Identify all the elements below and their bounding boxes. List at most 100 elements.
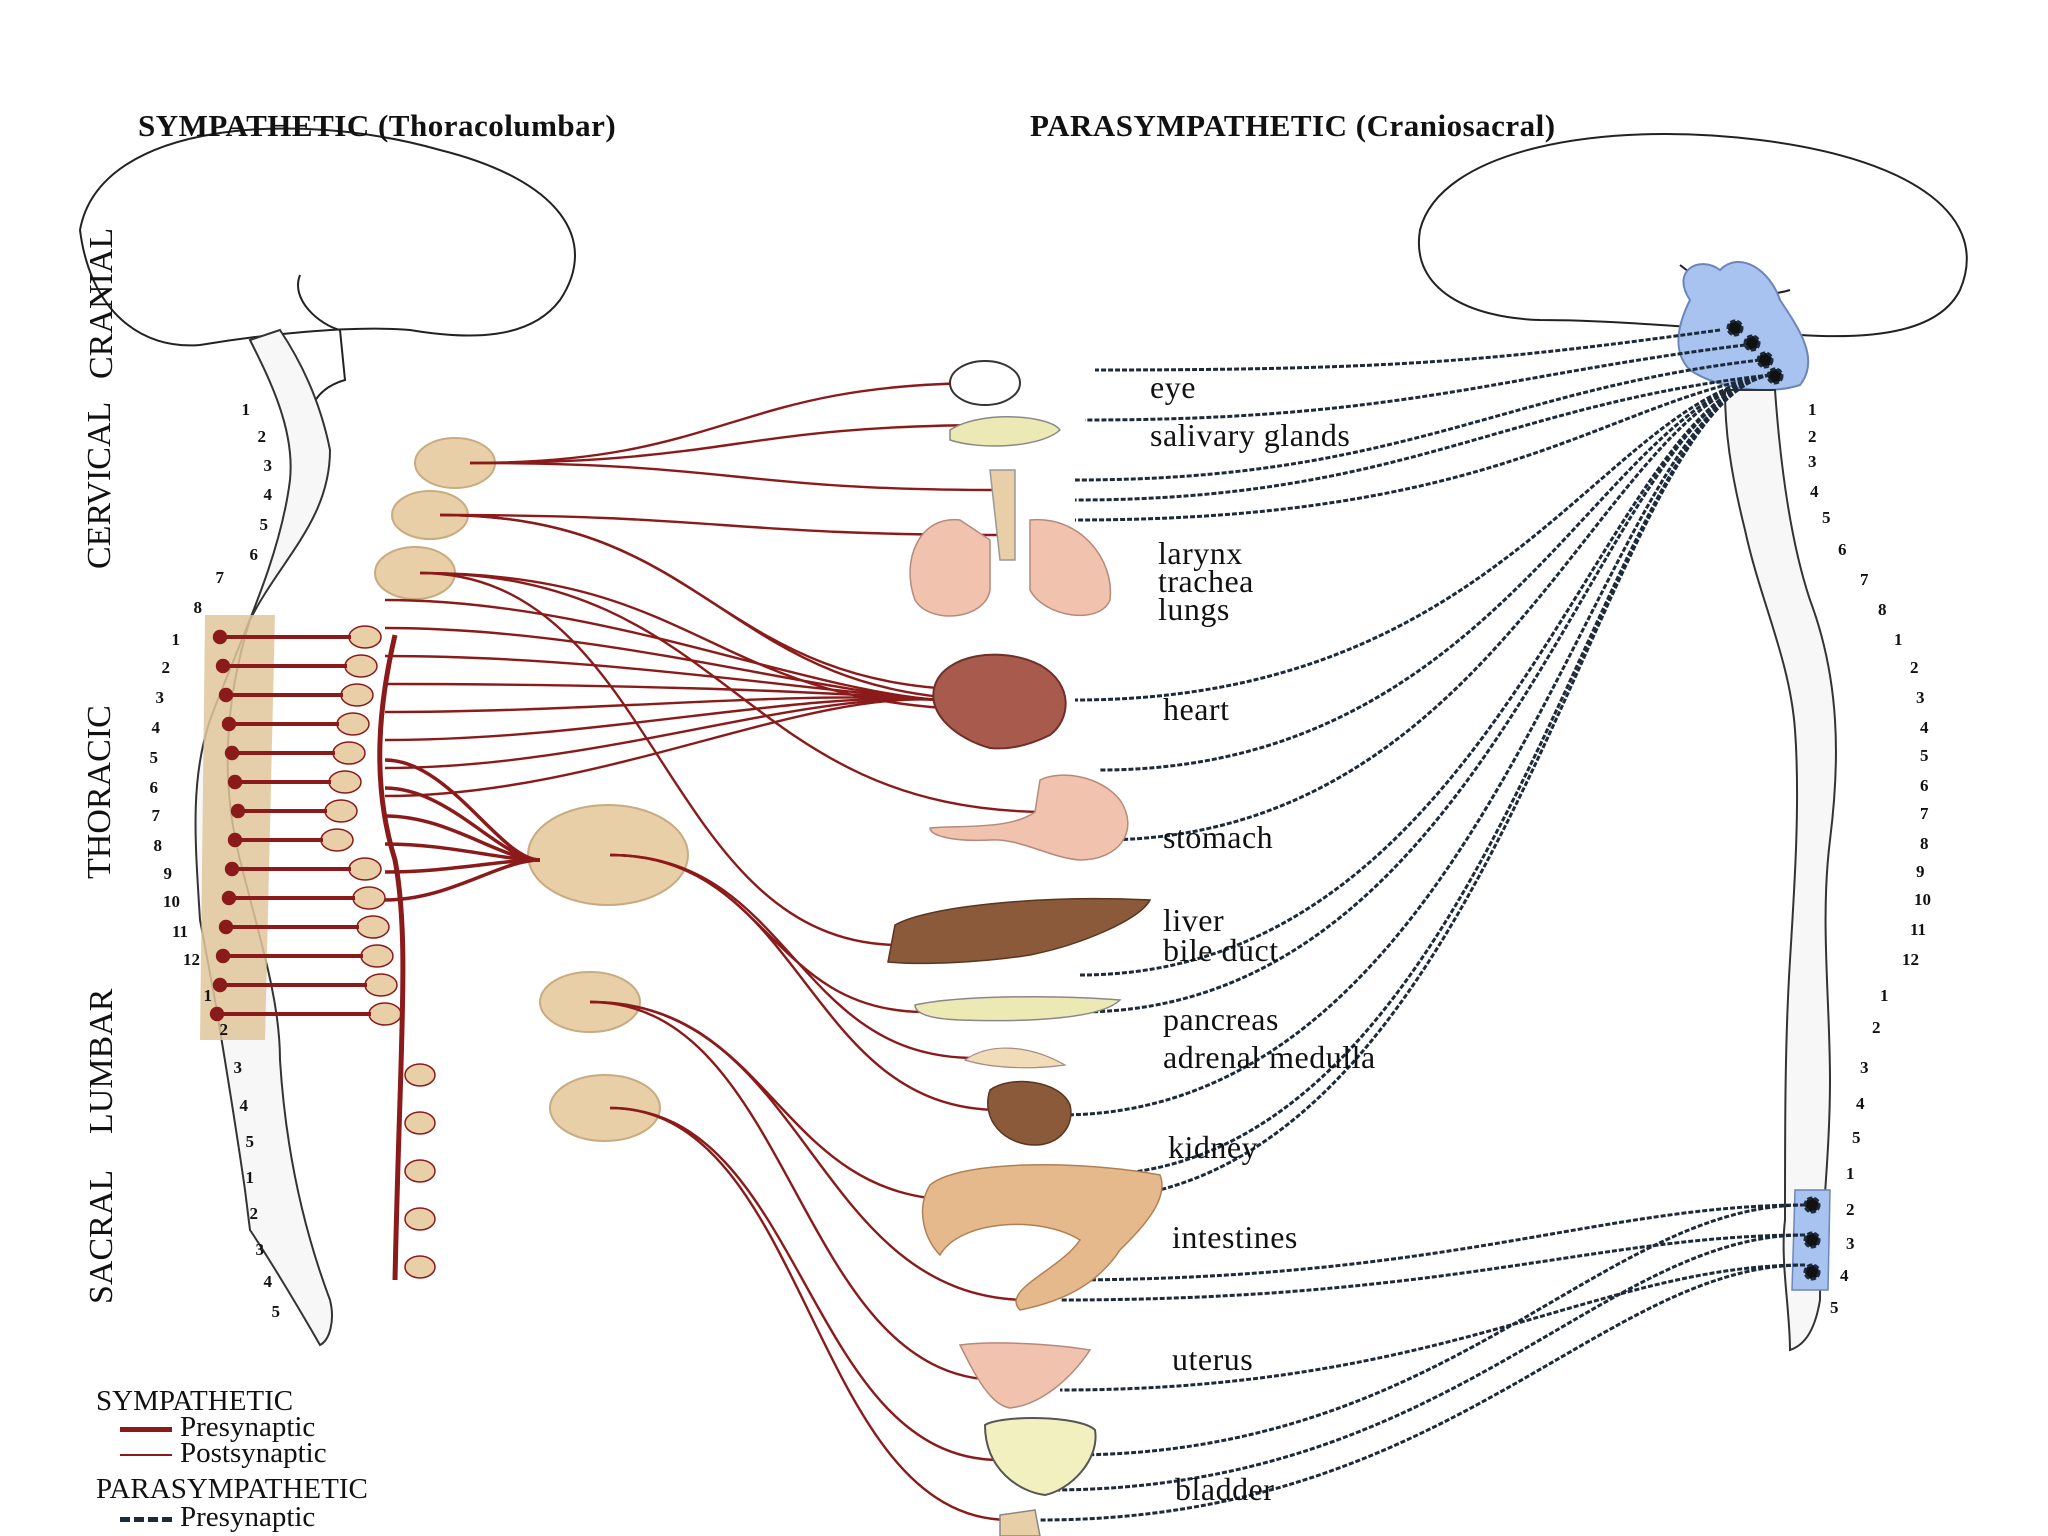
- cardiac-fiber: [384, 697, 941, 742]
- chain-ganglion: [348, 857, 382, 881]
- bladder-shape: [983, 1417, 1097, 1497]
- right-lumbar-4: 4: [1856, 1094, 1865, 1113]
- legend-para-pre-label: Presynaptic: [180, 1501, 316, 1533]
- label-trachea: trachea: [1158, 563, 1254, 599]
- postganglionic-fiber: [609, 853, 1001, 1112]
- left-cervical-7: 7: [215, 568, 225, 587]
- pancreas-shape: [914, 995, 1122, 1022]
- right-lumbar-5: 5: [1852, 1128, 1861, 1147]
- left-thoracic-10: 10: [163, 892, 180, 911]
- right-thoracic-2: 2: [1910, 658, 1919, 677]
- right-cervical-2: 2: [1808, 427, 1817, 446]
- region-sacral-label: SACRAL: [83, 1169, 120, 1304]
- left-thoracic-5: 5: [149, 748, 159, 767]
- left-thoracic-7: 7: [151, 806, 161, 825]
- right-sacral-2: 2: [1846, 1200, 1855, 1219]
- uterus-shape: [958, 1342, 1092, 1409]
- cranial-parasympathetic-fiber: [1074, 358, 1761, 482]
- right-lumbar-1: 1: [1880, 986, 1889, 1005]
- legend-sym-post-label: Postsynaptic: [180, 1437, 327, 1469]
- cranial-parasympathetic-fiber: [1094, 328, 1721, 372]
- right-thoracic-1: 1: [1894, 630, 1903, 649]
- right-cervical-8: 8: [1878, 600, 1887, 619]
- legend-sympathetic-title: SYMPATHETIC: [96, 1385, 294, 1417]
- cranial-parasympathetic-fiber: [1079, 373, 1771, 977]
- left-cervical-6: 6: [249, 545, 259, 564]
- chain-ganglion: [336, 712, 370, 736]
- left-sacral-5: 5: [271, 1302, 281, 1321]
- label-kidney: kidney: [1168, 1129, 1259, 1165]
- label-liver: liver: [1163, 902, 1225, 938]
- legend-parasympathetic-title: PARASYMPATHETIC: [96, 1473, 368, 1505]
- cranial-parasympathetic-fiber: [1079, 373, 1771, 1202]
- right-lumbar-3: 3: [1860, 1058, 1869, 1077]
- right-thoracic-5: 5: [1920, 746, 1929, 765]
- sympathetic-fibers: [209, 381, 1051, 1522]
- cranial-nucleus-dot: [1756, 351, 1774, 369]
- adrenal-shape: [963, 1047, 1067, 1069]
- left-lumbar-5: 5: [245, 1132, 255, 1151]
- eye-shape: [949, 360, 1021, 406]
- left-lumbar-1: 1: [203, 986, 213, 1005]
- left-thoracic-band: [200, 615, 275, 1040]
- left-thoracic-3: 3: [155, 688, 165, 707]
- label-uterus: uterus: [1172, 1341, 1254, 1377]
- label-stomach: stomach: [1163, 819, 1274, 855]
- postganglionic-fiber: [439, 513, 1006, 537]
- left-lumbar-4: 4: [239, 1096, 249, 1115]
- right-lumbar-2: 2: [1872, 1018, 1881, 1037]
- postganglionic-fiber: [419, 571, 901, 947]
- region-thoracic-label: THORACIC: [81, 705, 118, 879]
- inferior-mesenteric-ganglion: [549, 1074, 661, 1142]
- organs: [887, 360, 1163, 1536]
- sacral-parasympathetic-fiber: [1039, 1263, 1806, 1522]
- left-lumbar-3: 3: [233, 1058, 243, 1077]
- left-thoracic-1: 1: [171, 630, 181, 649]
- postganglionic-fiber: [469, 381, 991, 465]
- right-lung-shape: [1029, 518, 1112, 617]
- kidney-shape: [987, 1080, 1072, 1146]
- legend-sym-post-line: [120, 1454, 172, 1457]
- cranial-parasympathetic-fiber: [1074, 373, 1771, 522]
- chain-ganglion: [332, 741, 366, 765]
- stomach-shape: [929, 774, 1129, 861]
- sacral-parasympathetic-fiber: [1069, 1203, 1806, 1457]
- label-salivary-glands: salivary glands: [1150, 417, 1351, 453]
- label-eye: eye: [1150, 369, 1196, 405]
- sacral-parasympathetic-fiber: [1059, 1233, 1806, 1302]
- label-pancreas: pancreas: [1163, 1001, 1279, 1037]
- trachea-shape: [989, 469, 1016, 561]
- sacral-parasympathetic-fiber: [1059, 1263, 1806, 1392]
- sacral-nucleus-dot: [1803, 1263, 1821, 1281]
- cardiac-fiber: [384, 698, 941, 798]
- legend-para-presynaptic: Presynaptic: [120, 1502, 315, 1532]
- chain-ganglion: [368, 1002, 402, 1026]
- left-sacral-2: 2: [249, 1204, 259, 1223]
- left-thoracic-8: 8: [153, 836, 163, 855]
- legend-sym-pre-line: [120, 1426, 172, 1432]
- postganglionic-fiber: [469, 423, 1001, 465]
- celiac-ganglion: [527, 804, 689, 906]
- heart-shape: [932, 653, 1067, 750]
- chain-ganglion: [352, 886, 386, 910]
- label-larynx: larynx: [1158, 535, 1243, 571]
- left-thoracic-2: 2: [161, 658, 171, 677]
- brainstem-parasympathetic-nuclei: [1677, 260, 1810, 391]
- label-bile-duct: bile duct: [1163, 932, 1279, 968]
- liver-shape: [887, 897, 1152, 965]
- right-cervical-4: 4: [1810, 482, 1819, 501]
- splanchnic-fiber: [384, 858, 541, 902]
- lumbar-sacral-chain-ganglion: [404, 1255, 436, 1279]
- cardiac-fiber: [384, 654, 941, 702]
- chain-ganglion: [348, 625, 382, 649]
- cranial-parasympathetic-fiber: [1059, 373, 1771, 1117]
- sympathetic-trunk: [377, 634, 406, 1281]
- left-thoracic-4: 4: [151, 718, 161, 737]
- right-thoracic-11: 11: [1910, 920, 1927, 939]
- cardiac-fiber: [384, 682, 941, 702]
- left-thoracic-12: 12: [183, 950, 200, 969]
- lumbar-sacral-chain-ganglion: [404, 1207, 436, 1231]
- right-thoracic-12: 12: [1902, 950, 1919, 969]
- cardiac-fiber: [384, 697, 941, 770]
